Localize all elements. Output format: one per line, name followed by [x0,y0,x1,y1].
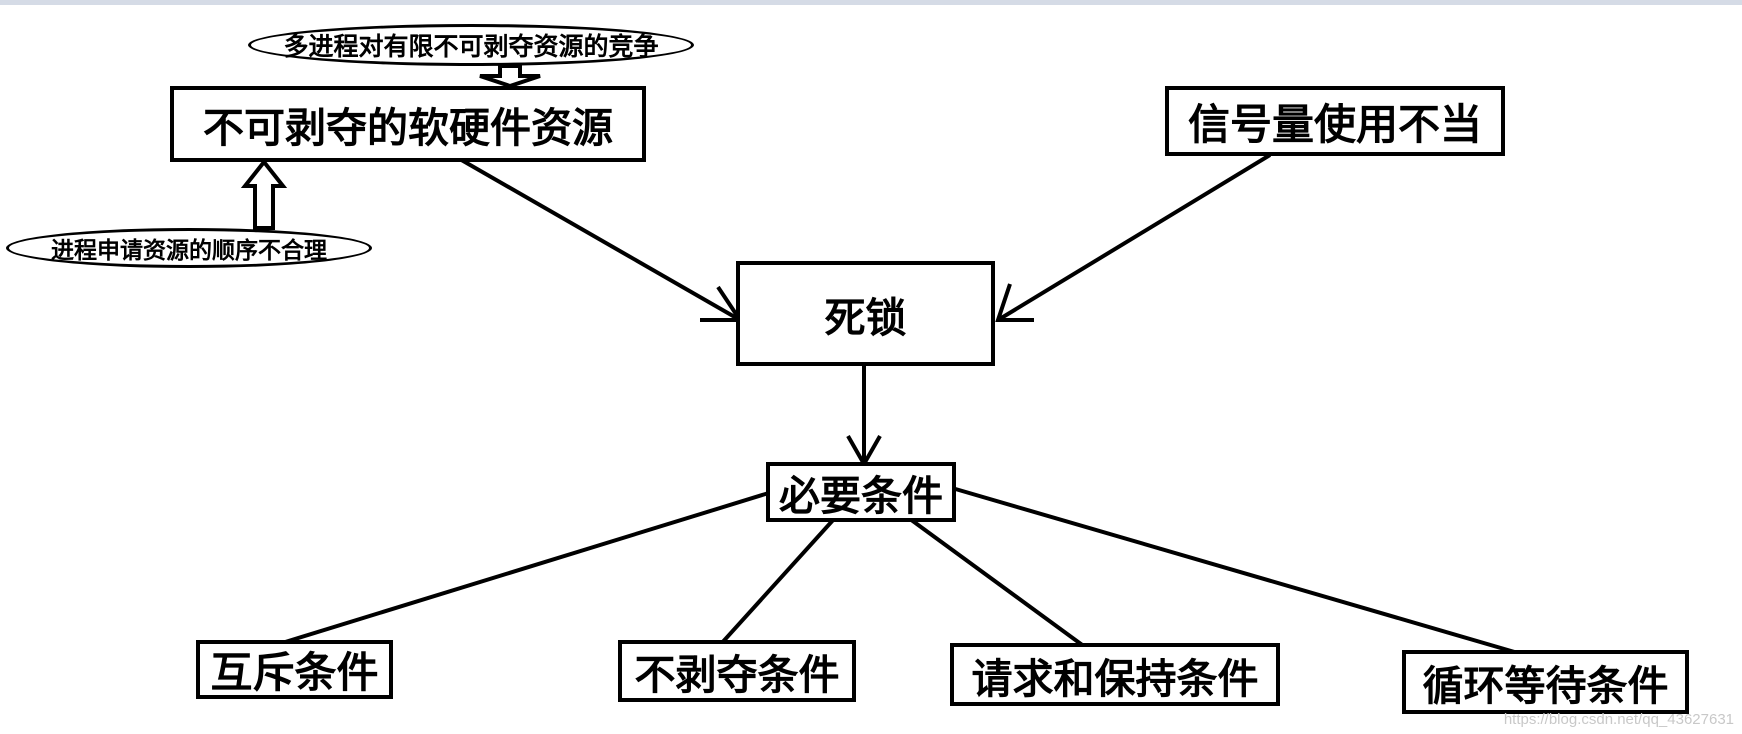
edge-semaphore-deadlock [996,153,1272,322]
edge-necessary-circular-wait [951,486,1519,655]
hollow-arrow-up-shape [240,158,288,230]
node-competition: 多进程对有限不可剥夺资源的竞争 [248,24,694,66]
node-no-preempt: 不剥夺条件 [618,640,856,702]
node-order: 进程申请资源的顺序不合理 [6,228,372,268]
edge-necessary-no-preempt [718,517,836,647]
edge-necessary-hold-wait [908,517,1087,649]
node-circular-wait: 循环等待条件 [1402,650,1689,714]
hollow-arrow-down [479,64,541,89]
arrowhead-semaphore-deadlock [995,283,1034,322]
node-necessary: 必要条件 [766,462,956,522]
edge-resources-deadlock [457,156,741,322]
node-semaphore: 信号量使用不当 [1165,86,1505,156]
node-resources: 不可剥夺的软硬件资源 [170,86,646,162]
node-mutex: 互斥条件 [196,640,393,699]
node-hold-wait: 请求和保持条件 [950,643,1280,706]
node-deadlock: 死锁 [736,261,995,366]
watermark-url: https://blog.csdn.net/qq_43627631 [1503,711,1734,728]
top-border-strip [0,0,1742,5]
edge-necessary-mutex [281,490,773,645]
